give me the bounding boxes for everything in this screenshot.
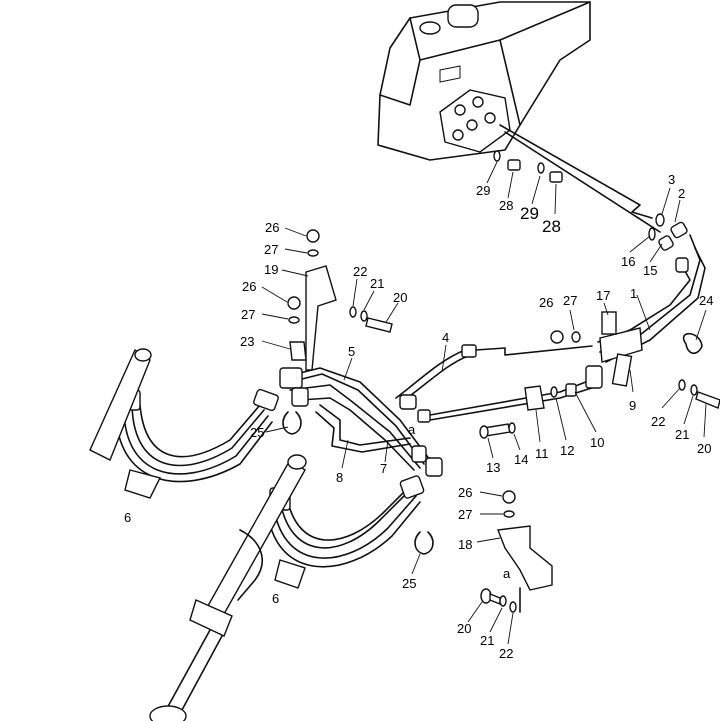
label-19: 19 (264, 262, 278, 277)
label-7: 7 (380, 461, 387, 476)
label-29a: 29 (476, 183, 490, 198)
label-22b: 22 (651, 414, 665, 429)
pipe-assembly-right (597, 213, 706, 387)
bracket-18 (480, 490, 553, 613)
label-29b: 29 (520, 204, 539, 223)
pipes-5-7-8 (279, 367, 443, 477)
label-1: 1 (630, 286, 637, 301)
pipe-9 (429, 365, 603, 421)
label-8: 8 (336, 470, 343, 485)
bolt-set-upper (349, 306, 393, 333)
label-11: 11 (535, 446, 549, 461)
label-27b: 27 (241, 307, 255, 322)
label-21a: 21 (370, 276, 384, 291)
label-18: 18 (458, 537, 472, 552)
cylinder-right (149, 454, 307, 721)
label-26b: 26 (242, 279, 256, 294)
label-22a: 22 (353, 264, 367, 279)
label-16: 16 (621, 254, 635, 269)
label-26c: 26 (539, 295, 553, 310)
valve-fittings (493, 150, 563, 183)
label-26d: 26 (458, 485, 472, 500)
label-9: 9 (629, 398, 636, 413)
label-10: 10 (590, 435, 604, 450)
label-13: 13 (486, 460, 500, 475)
label-24: 24 (699, 293, 713, 308)
fitting-10-12 (524, 383, 577, 411)
label-22c: 22 (499, 646, 513, 661)
label-25b: 25 (402, 576, 416, 591)
label-27c: 27 (563, 293, 577, 308)
bolt-13-14 (479, 422, 516, 439)
label-21b: 21 (675, 427, 689, 442)
cylinder-left (89, 348, 152, 461)
part-labels: 1 2 3 4 5 6 6 7 8 9 10 11 12 13 14 15 16… (124, 161, 713, 661)
label-28a: 28 (499, 198, 513, 213)
label-20b: 20 (697, 441, 711, 456)
bolt-set-right (550, 330, 720, 409)
label-28b: 28 (542, 217, 561, 236)
label-15: 15 (643, 263, 657, 278)
label-6a: 6 (124, 510, 131, 525)
ref-a-upper: a (408, 422, 416, 437)
label-20c: 20 (457, 621, 471, 636)
hose-6-left (114, 388, 279, 499)
label-20a: 20 (393, 290, 407, 305)
label-4: 4 (442, 330, 449, 345)
label-27a: 27 (264, 242, 278, 257)
label-21c: 21 (480, 633, 494, 648)
label-14: 14 (514, 452, 528, 467)
label-3: 3 (668, 172, 675, 187)
label-27d: 27 (458, 507, 472, 522)
label-17: 17 (596, 288, 610, 303)
ref-a-lower: a (503, 566, 511, 581)
label-25a: 25 (250, 425, 264, 440)
label-26a: 26 (265, 220, 279, 235)
label-2: 2 (678, 186, 685, 201)
label-6b: 6 (272, 591, 279, 606)
control-valve (439, 89, 661, 233)
label-12: 12 (560, 443, 574, 458)
bracket-19 (287, 229, 337, 371)
clamp-25 (282, 411, 434, 555)
label-23: 23 (240, 334, 254, 349)
pipe-4 (395, 344, 593, 404)
label-5: 5 (348, 344, 355, 359)
hydraulic-tank (377, 1, 591, 161)
